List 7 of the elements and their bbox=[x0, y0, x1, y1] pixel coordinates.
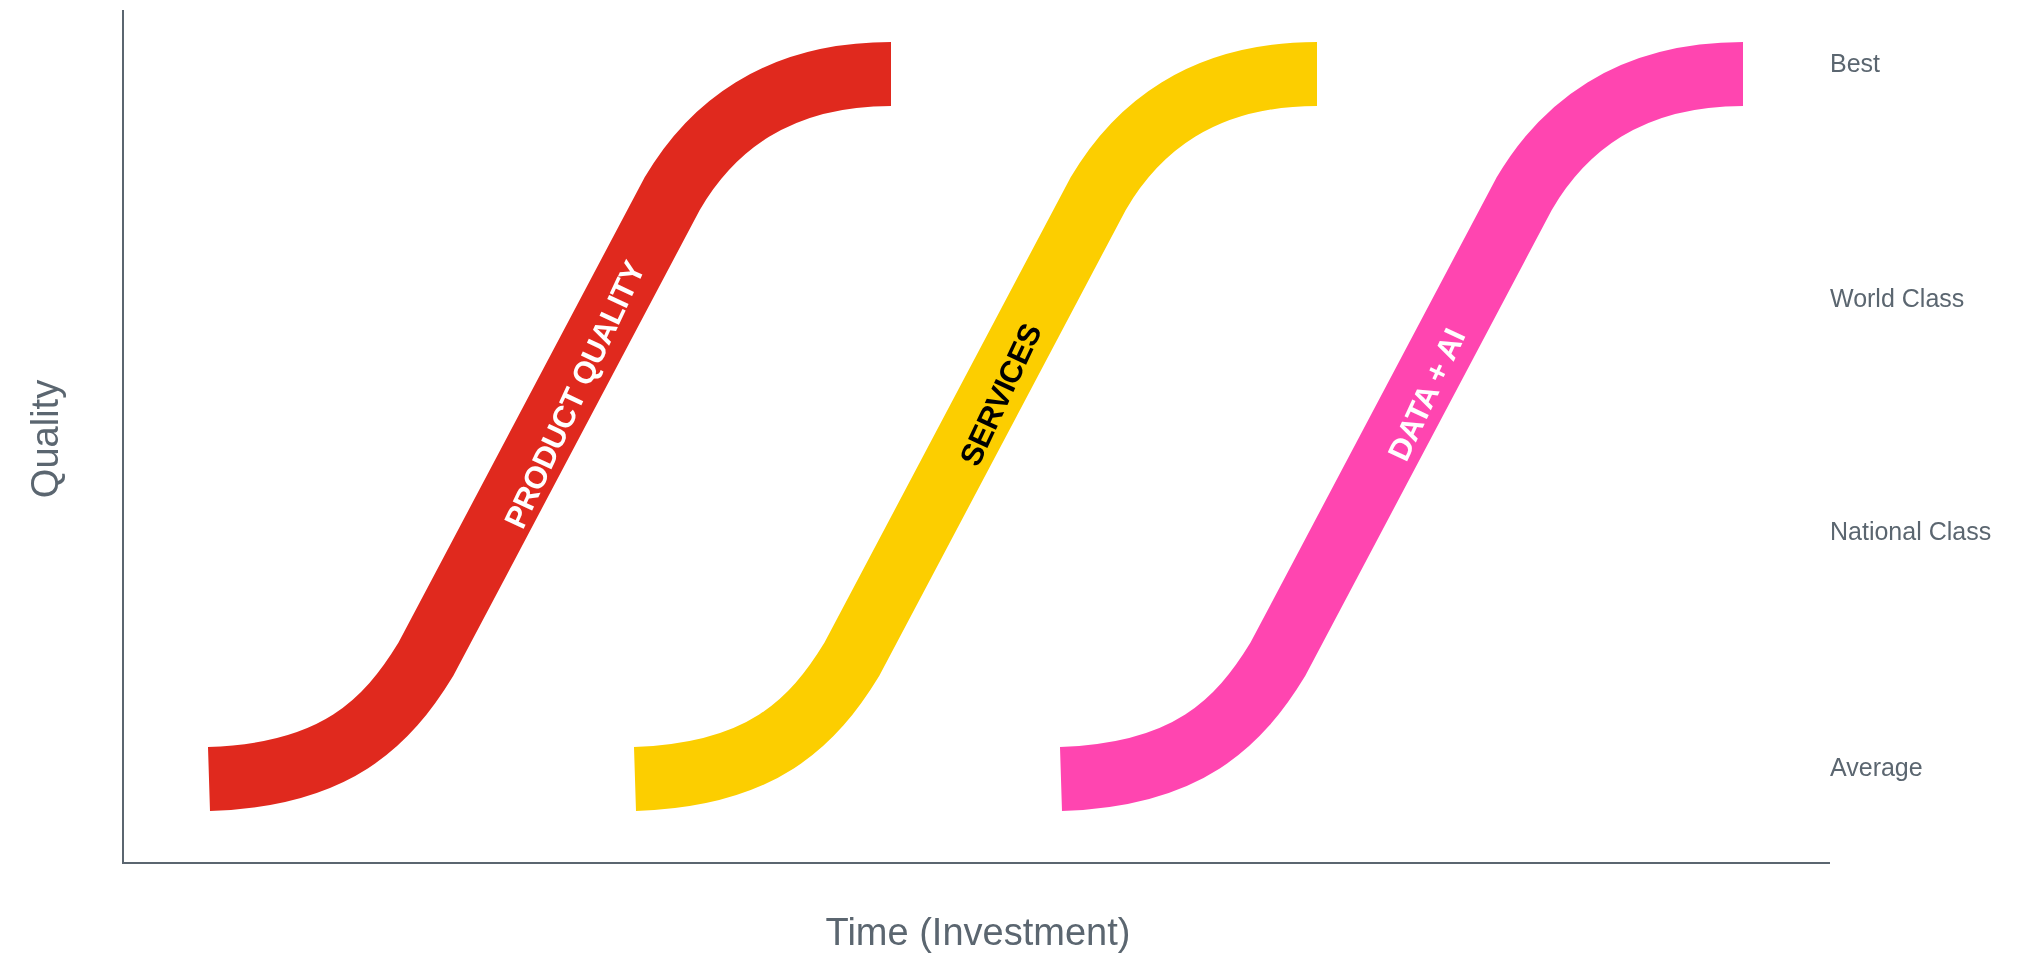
quality-level-label: Best bbox=[1830, 48, 1881, 78]
axis-title: Time (Investment) bbox=[825, 910, 1131, 954]
axis-title: Quality bbox=[23, 379, 67, 499]
curve-label: DATA + AI bbox=[1380, 323, 1474, 467]
quality-level-label: National Class bbox=[1830, 516, 1992, 546]
quality-level-label: Average bbox=[1830, 752, 1923, 782]
quality-level-label: World Class bbox=[1830, 283, 1965, 313]
